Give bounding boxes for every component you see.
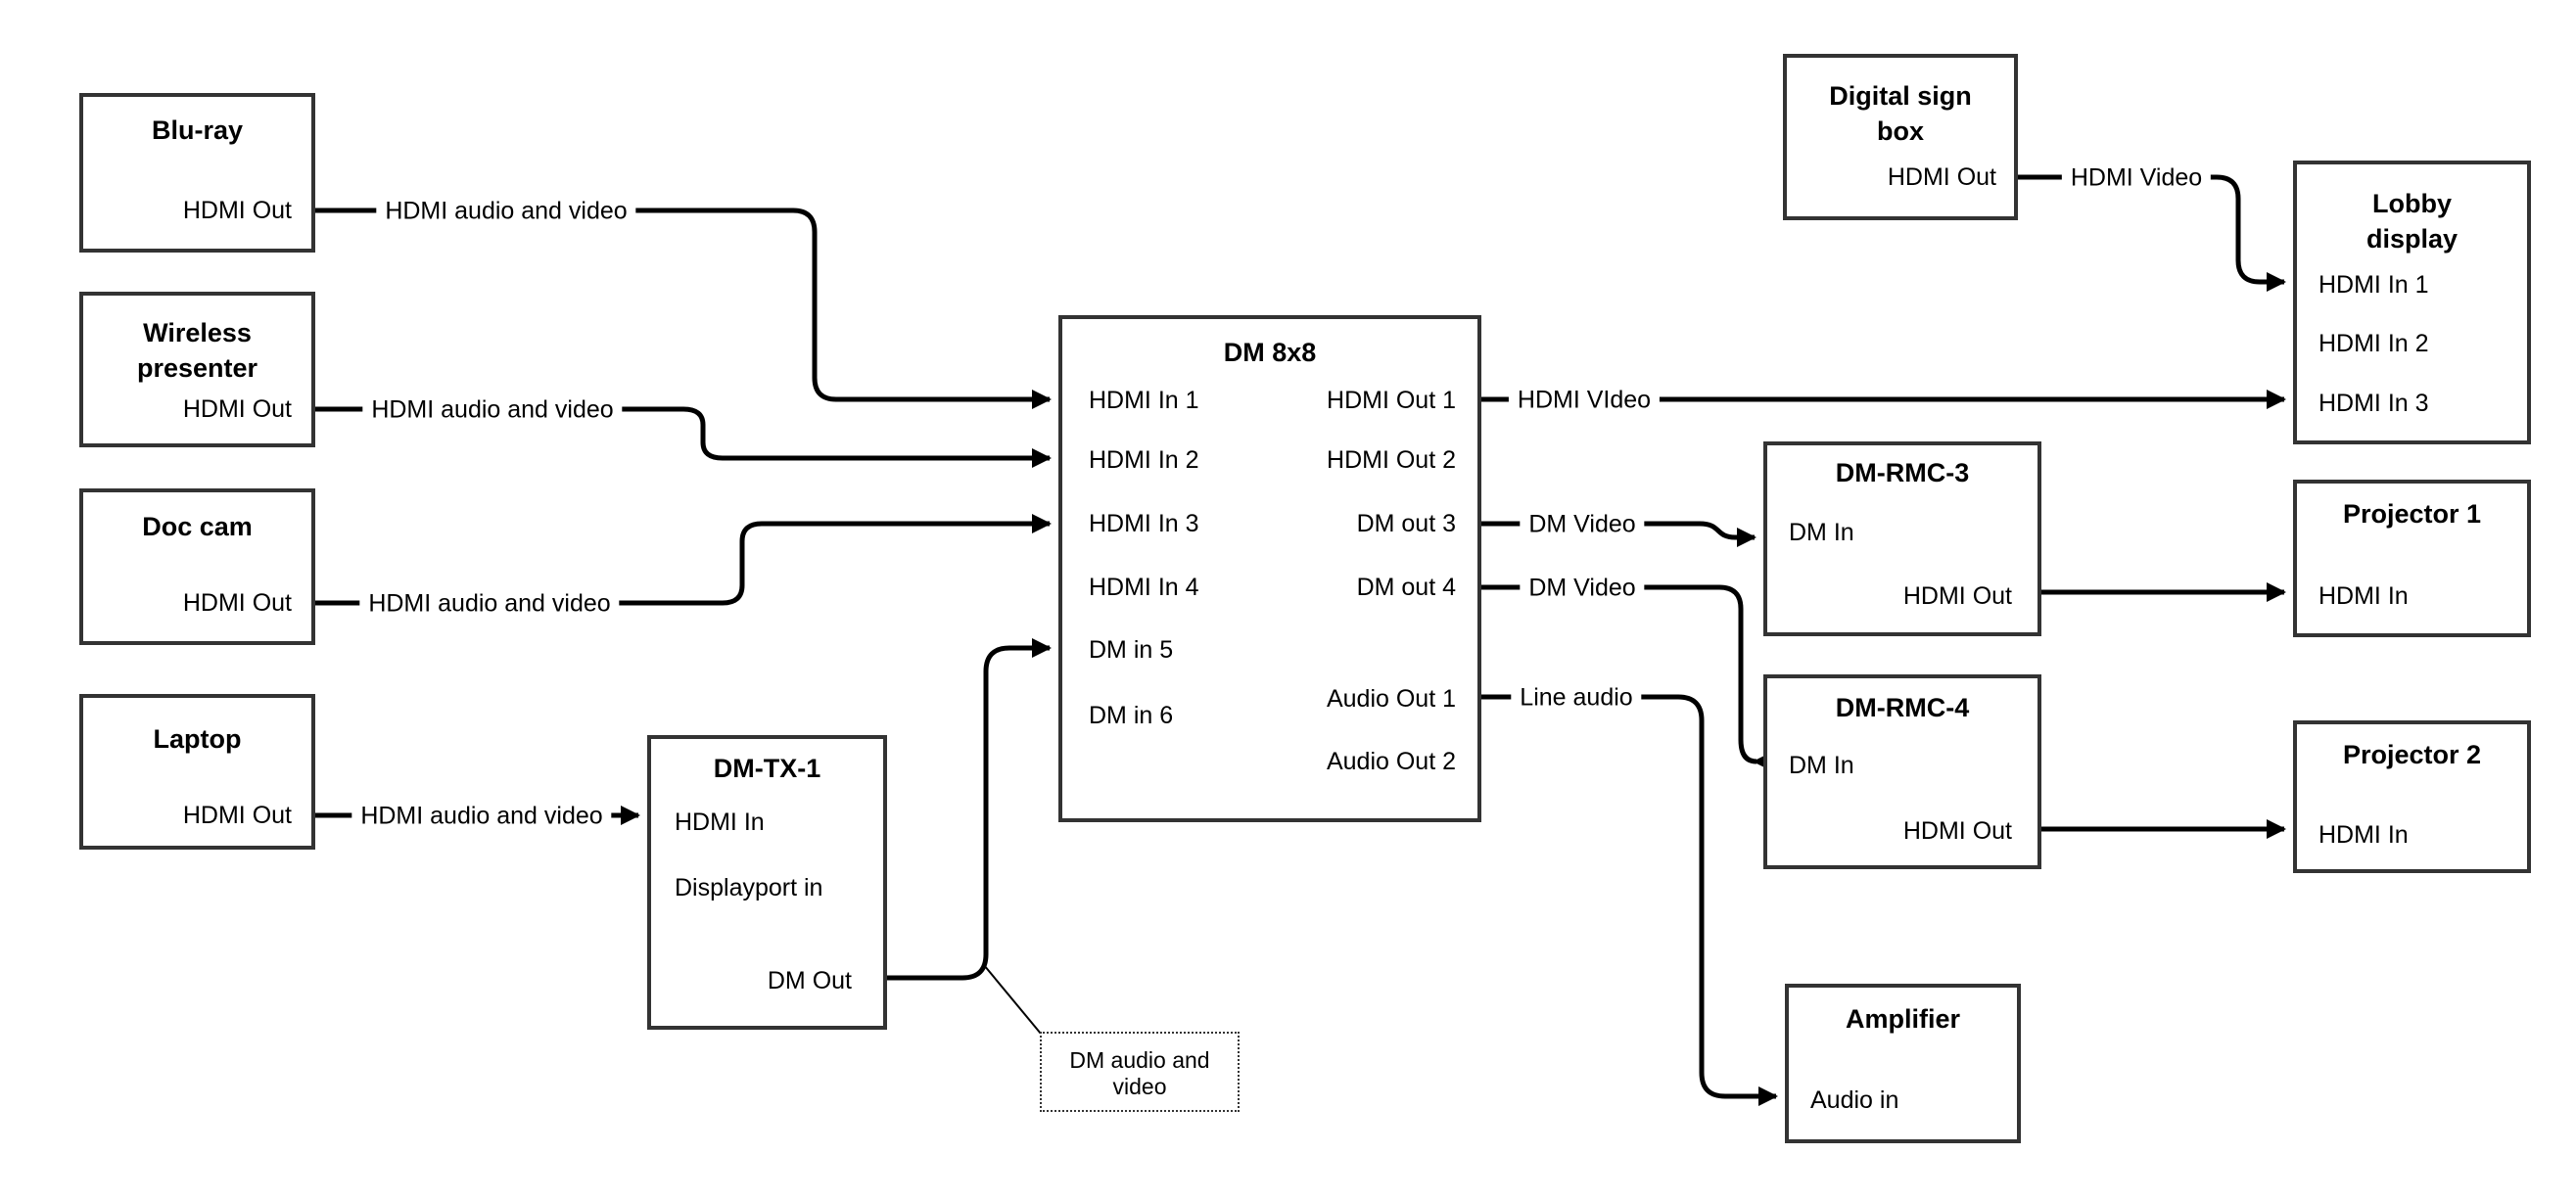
node-title: Projector 2 xyxy=(2342,740,2482,769)
wire-label-dm-video-3: DM Video xyxy=(1520,510,1645,539)
port-hdmi-in-4: HDMI In 4 xyxy=(1089,574,1199,601)
node-projector-2: Projector 2 HDMI In xyxy=(2293,720,2531,873)
port-dm-in-6: DM in 6 xyxy=(1089,702,1174,729)
node-lobby-display: Lobby display HDMI In 1 HDMI In 2 HDMI I… xyxy=(2293,161,2531,444)
port-hdmi-in-3: HDMI In 3 xyxy=(2318,390,2429,417)
node-digital-sign-box: Digital sign box HDMI Out xyxy=(1783,54,2018,220)
node-title: Doc cam xyxy=(142,512,253,541)
node-title: Wireless presenter xyxy=(136,318,258,383)
node-title: Laptop xyxy=(153,724,242,754)
node-title: DM-RMC-3 xyxy=(1835,458,1970,487)
node-title: Blu-ray xyxy=(151,115,244,145)
wire-dm8x8-audio1-to-amp xyxy=(1481,694,1778,1106)
port-displayport-in: Displayport in xyxy=(675,874,823,901)
wire-label-dm-video-4: DM Video xyxy=(1520,574,1645,603)
port-hdmi-in-1: HDMI In 1 xyxy=(1089,387,1199,414)
node-title: DM 8x8 xyxy=(1223,338,1317,367)
port-hdmi-out: HDMI Out xyxy=(182,589,292,617)
port-audio-out-2: Audio Out 2 xyxy=(1326,748,1456,775)
wire-label-wireless: HDMI audio and video xyxy=(362,395,623,425)
node-title: Amplifier xyxy=(1845,1004,1961,1034)
node-blu-ray: Blu-ray HDMI Out xyxy=(79,93,315,253)
port-hdmi-out: HDMI Out xyxy=(1902,582,2012,610)
wire-dmtx1-to-dm8x8-in5 xyxy=(887,638,1052,981)
port-hdmi-out-2: HDMI Out 2 xyxy=(1327,446,1456,474)
port-hdmi-out: HDMI Out xyxy=(1887,163,1996,191)
port-audio-out-1: Audio Out 1 xyxy=(1326,685,1456,713)
port-hdmi-in-2: HDMI In 2 xyxy=(2318,330,2429,357)
port-dm-out-4: DM out 4 xyxy=(1356,574,1456,601)
node-projector-1: Projector 1 HDMI In xyxy=(2293,480,2531,637)
node-dm-8x8-switcher: DM 8x8 HDMI In 1 HDMI In 2 HDMI In 3 HDM… xyxy=(1058,315,1481,822)
note-dm-audio-and-video: DM audio and video xyxy=(1040,1032,1240,1112)
node-title: DM-TX-1 xyxy=(713,754,821,783)
note-leader-line xyxy=(983,964,1042,1035)
node-wireless-presenter: Wireless presenter HDMI Out xyxy=(79,292,315,447)
wire-label-laptop: HDMI audio and video xyxy=(351,802,612,831)
node-dm-tx-1: DM-TX-1 HDMI In Displayport in DM Out xyxy=(647,735,887,1030)
wire-dm8x8-out4-to-rmc4 xyxy=(1481,584,1772,771)
port-hdmi-out: HDMI Out xyxy=(182,197,292,224)
port-hdmi-out: HDMI Out xyxy=(182,395,292,423)
port-hdmi-out: HDMI Out xyxy=(1902,817,2012,845)
port-hdmi-in: HDMI In xyxy=(675,808,765,836)
port-hdmi-in-3: HDMI In 3 xyxy=(1089,510,1199,537)
node-title: Lobby display xyxy=(2365,189,2459,254)
port-dm-out-3: DM out 3 xyxy=(1356,510,1456,537)
port-hdmi-out-1: HDMI Out 1 xyxy=(1327,387,1456,414)
wire-label-hdmi-video-out1: HDMI VIdeo xyxy=(1508,386,1661,415)
wire-dm8x8-out3-to-rmc3 xyxy=(1481,521,1756,547)
node-title: Projector 1 xyxy=(2342,499,2482,529)
node-title: Digital sign box xyxy=(1829,81,1972,146)
port-audio-in: Audio in xyxy=(1810,1086,1899,1114)
port-dm-out: DM Out xyxy=(767,967,852,994)
node-title: DM-RMC-4 xyxy=(1835,693,1970,722)
node-amplifier: Amplifier Audio in xyxy=(1785,984,2021,1143)
port-dm-in: DM In xyxy=(1789,519,1854,546)
wire-label-line-audio: Line audio xyxy=(1511,683,1642,713)
node-dm-rmc-3: DM-RMC-3 DM In HDMI Out xyxy=(1763,441,2041,636)
port-hdmi-in-1: HDMI In 1 xyxy=(2318,271,2429,299)
wire-wireless-to-dm8x8-in2 xyxy=(315,406,1052,468)
node-doc-cam: Doc cam HDMI Out xyxy=(79,488,315,645)
port-hdmi-out: HDMI Out xyxy=(182,802,292,829)
wire-label-doccam: HDMI audio and video xyxy=(359,589,620,619)
wire-signbox-to-lobby-in1 xyxy=(2018,174,2286,292)
wire-label-bluray: HDMI audio and video xyxy=(376,197,636,226)
port-hdmi-in: HDMI In xyxy=(2318,582,2409,610)
port-hdmi-in-2: HDMI In 2 xyxy=(1089,446,1199,474)
node-dm-rmc-4: DM-RMC-4 DM In HDMI Out xyxy=(1763,674,2041,869)
wire-label-hdmi-video-signbox: HDMI Video xyxy=(2061,163,2212,193)
wire-bluray-to-dm8x8-in1 xyxy=(315,208,1052,409)
wire-doccam-to-dm8x8-in3 xyxy=(315,514,1052,606)
node-laptop: Laptop HDMI Out xyxy=(79,694,315,850)
port-dm-in-5: DM in 5 xyxy=(1089,636,1174,664)
port-dm-in: DM In xyxy=(1789,752,1854,779)
port-hdmi-in: HDMI In xyxy=(2318,821,2409,849)
